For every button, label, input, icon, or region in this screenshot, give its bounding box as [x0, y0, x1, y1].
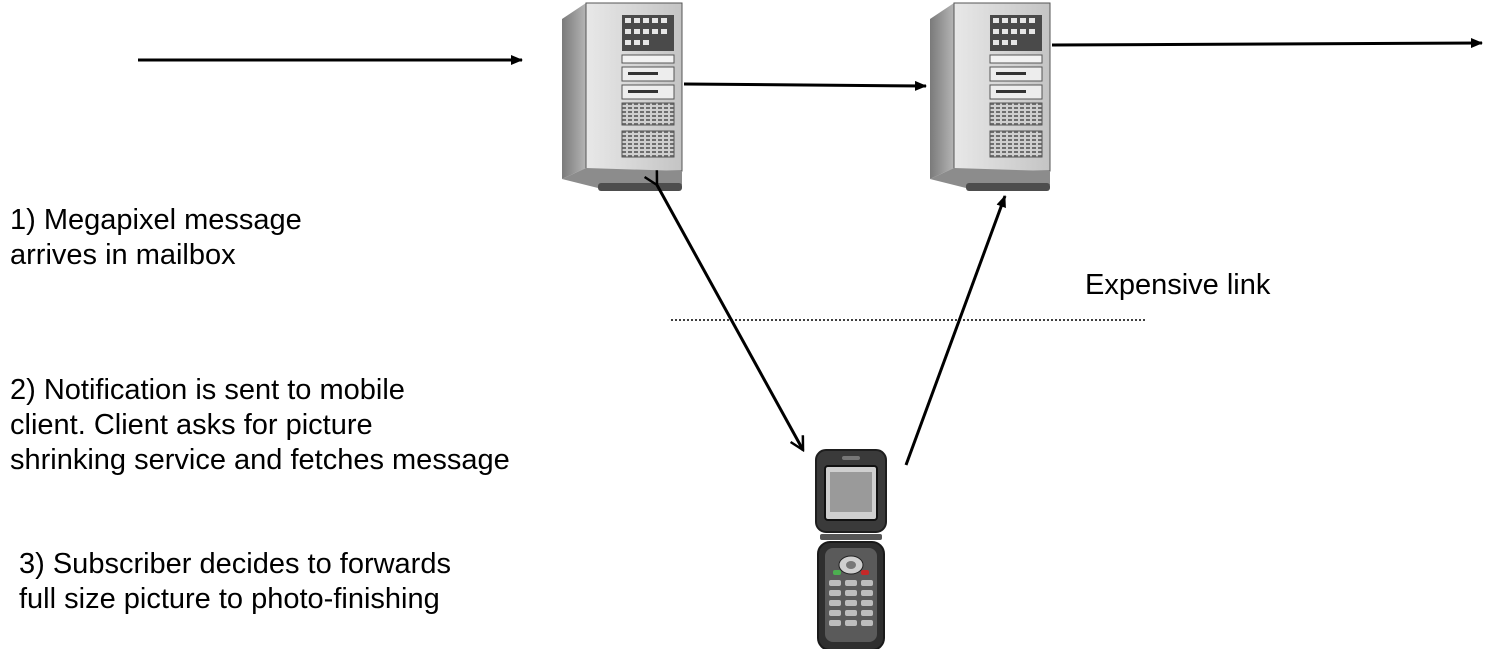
- step-3-annotation: 3) Subscriber decides to forwards full s…: [19, 547, 451, 617]
- server-to-server-arrow: [683, 80, 927, 91]
- step-3-line-1: 3) Subscriber decides to forwards: [19, 548, 451, 580]
- step-2-line-1: 2) Notification is sent to mobile: [10, 374, 405, 406]
- step-2-annotation: 2) Notification is sent to mobile client…: [10, 373, 510, 478]
- forward-arrow: [904, 195, 1007, 466]
- step-2-line-2: client. Client asks for picture: [10, 409, 373, 441]
- step-3-line-2: full size picture to photo-finishing: [19, 583, 440, 615]
- fetch-arrow: [657, 185, 805, 450]
- step-1-line-2: arrives in mailbox: [10, 239, 236, 271]
- step-2-line-3: shrinking service and fetches message: [10, 444, 510, 476]
- server-tower-icon: [562, 2, 683, 191]
- flip-phone-icon: [815, 449, 887, 649]
- expensive-link-label: Expensive link: [1085, 269, 1271, 301]
- outgoing-arrow: [1051, 38, 1483, 49]
- step-1-line-1: 1) Megapixel message: [10, 204, 302, 236]
- step-1-annotation: 1) Megapixel message arrives in mailbox: [10, 203, 302, 273]
- server-tower-icon: [930, 2, 1051, 191]
